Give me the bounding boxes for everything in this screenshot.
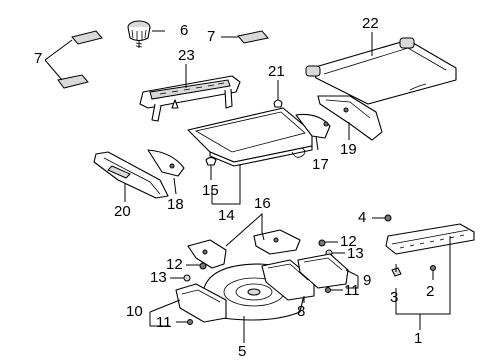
part-14-floor-board bbox=[187, 107, 313, 167]
callout-2: 2 bbox=[426, 283, 435, 300]
callout-18: 18 bbox=[167, 196, 184, 213]
part-7-pad-upper bbox=[71, 30, 103, 45]
callout-15: 15 bbox=[202, 182, 219, 199]
callout-9: 9 bbox=[363, 272, 372, 289]
part-21-clip bbox=[273, 85, 283, 108]
part-9-box bbox=[297, 253, 349, 289]
part-13-nut-left bbox=[183, 274, 191, 282]
part-6-knob bbox=[127, 20, 151, 48]
callout-7-left: 7 bbox=[34, 50, 43, 67]
part-2-screw bbox=[430, 265, 436, 271]
part-20-side-rail bbox=[93, 151, 169, 199]
part-10-side-box bbox=[175, 283, 227, 323]
callout-10: 10 bbox=[126, 303, 143, 320]
part-11-clip-left bbox=[187, 319, 193, 325]
part-19-side-trim bbox=[317, 95, 383, 141]
callout-19: 19 bbox=[340, 141, 357, 158]
part-4-screw bbox=[384, 214, 392, 222]
callout-23: 23 bbox=[178, 47, 195, 64]
callout-20: 20 bbox=[114, 203, 131, 220]
part-22-tonneau-cover bbox=[305, 37, 457, 105]
callout-11-right: 11 bbox=[344, 282, 360, 299]
leader-lines bbox=[44, 30, 451, 343]
callout-12-right: 12 bbox=[340, 233, 357, 250]
callout-1: 1 bbox=[414, 330, 423, 347]
part-15-clip bbox=[205, 156, 217, 172]
part-12-bolt-left bbox=[199, 262, 207, 270]
part-1-sill-plate bbox=[385, 223, 475, 255]
part-23-bracket bbox=[139, 75, 241, 122]
part-11-clip-right bbox=[325, 287, 331, 293]
callout-4: 4 bbox=[358, 209, 367, 226]
callout-22: 22 bbox=[362, 15, 379, 32]
callout-6: 6 bbox=[180, 22, 189, 39]
callout-11-left: 11 bbox=[156, 314, 172, 331]
callout-3: 3 bbox=[390, 289, 399, 306]
part-7-pad-lower bbox=[57, 74, 89, 89]
callout-17: 17 bbox=[312, 156, 329, 173]
callout-13-right: 13 bbox=[347, 245, 364, 262]
part-18-cover bbox=[147, 149, 185, 177]
callout-8: 8 bbox=[297, 303, 306, 320]
callout-14: 14 bbox=[218, 207, 235, 224]
part-7-pad-right bbox=[237, 30, 269, 44]
part-16-bracket-right bbox=[253, 229, 301, 255]
part-12-bolt-right bbox=[318, 239, 326, 247]
callout-13-left: 13 bbox=[150, 269, 167, 286]
part-16-bracket-left bbox=[187, 239, 227, 269]
callout-12-left: 12 bbox=[166, 256, 183, 273]
callout-5: 5 bbox=[238, 343, 247, 360]
callout-21: 21 bbox=[268, 63, 285, 80]
part-17-cover bbox=[295, 113, 331, 139]
callout-16: 16 bbox=[254, 195, 271, 212]
callout-7-right: 7 bbox=[207, 28, 216, 45]
